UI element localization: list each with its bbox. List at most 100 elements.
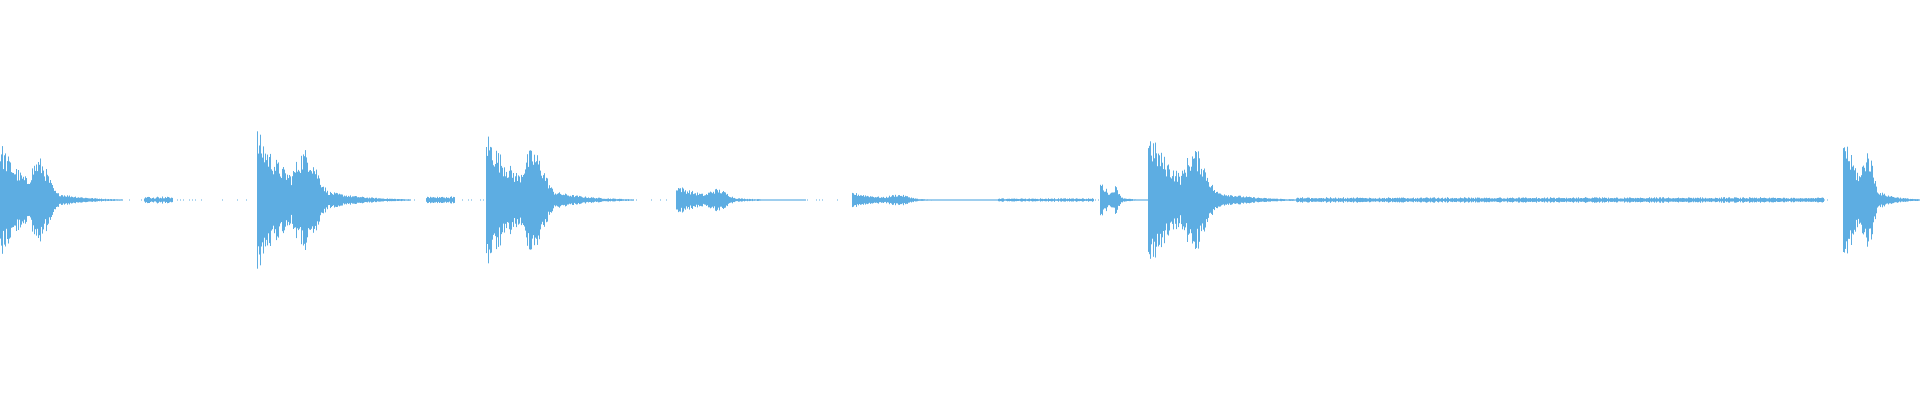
waveform-sample — [581, 196, 582, 204]
waveform-sample — [1602, 197, 1603, 203]
waveform-sample — [80, 197, 81, 203]
waveform-baseline-sample — [222, 199, 223, 201]
waveform-sample — [1128, 198, 1129, 201]
waveform-sample — [41, 173, 42, 227]
waveform-sample — [1311, 198, 1312, 202]
waveform-sample — [1535, 198, 1536, 202]
waveform-sample — [317, 178, 318, 222]
waveform-sample — [1675, 198, 1676, 202]
waveform-sample — [45, 180, 46, 220]
waveform-sample — [1285, 199, 1286, 201]
waveform-sample — [622, 199, 623, 201]
waveform-sample — [1172, 176, 1173, 224]
waveform-sample — [734, 197, 735, 203]
waveform-sample — [321, 187, 322, 213]
waveform-sample — [911, 197, 912, 203]
waveform-sample — [520, 182, 521, 218]
waveform-sample — [1753, 198, 1754, 202]
waveform-sample — [805, 199, 806, 201]
waveform-sample — [761, 199, 762, 201]
waveform-sample — [1760, 197, 1761, 203]
waveform-sample — [1314, 198, 1315, 202]
waveform-sample — [1305, 198, 1306, 202]
waveform-sample — [1011, 198, 1012, 202]
waveform-sample — [1165, 169, 1166, 231]
waveform-sample — [1345, 198, 1346, 202]
waveform-sample — [745, 199, 746, 201]
waveform-sample — [1073, 198, 1074, 202]
waveform-sample — [570, 195, 571, 205]
waveform-sample — [314, 171, 315, 229]
waveform-sample — [1149, 145, 1150, 255]
waveform-sample — [1817, 197, 1818, 203]
waveform-sample — [29, 184, 30, 216]
waveform-sample — [1918, 199, 1919, 201]
waveform-sample — [542, 178, 543, 222]
waveform-sample — [695, 193, 696, 207]
waveform-sample — [1240, 195, 1241, 205]
waveform-sample — [1037, 198, 1038, 202]
waveform-sample — [705, 195, 706, 205]
waveform-sample — [276, 159, 277, 241]
waveform-sample — [1032, 198, 1033, 202]
waveform-sample — [1806, 198, 1807, 202]
waveform-sample — [1, 154, 2, 246]
waveform-sample — [1431, 198, 1432, 202]
waveform-sample — [521, 174, 522, 226]
waveform-sample — [1077, 198, 1078, 202]
waveform-sample — [573, 195, 574, 205]
waveform-sample — [1291, 199, 1292, 201]
waveform-sample — [1241, 197, 1242, 203]
waveform-sample — [1288, 199, 1289, 201]
waveform-sample — [1274, 198, 1275, 202]
waveform-sample — [1026, 199, 1027, 201]
waveform-sample — [1546, 198, 1547, 202]
waveform-sample — [1488, 198, 1489, 203]
waveform-sample — [579, 195, 580, 205]
waveform-sample — [108, 199, 109, 201]
waveform-sample — [356, 196, 357, 204]
waveform-sample — [781, 199, 782, 201]
waveform-sample — [1519, 197, 1520, 203]
waveform-sample — [722, 192, 723, 208]
waveform-sample — [1559, 197, 1560, 203]
waveform-sample — [1858, 181, 1859, 219]
waveform-sample — [1412, 198, 1413, 202]
waveform-sample — [699, 193, 700, 207]
waveform-sample — [1362, 197, 1363, 203]
waveform-sample — [954, 199, 955, 201]
waveform-sample — [38, 162, 39, 238]
waveform-sample — [1524, 198, 1525, 202]
waveform-sample — [785, 199, 786, 201]
waveform-sample — [876, 197, 877, 203]
waveform-sample — [533, 164, 534, 236]
waveform-sample — [447, 197, 448, 203]
waveform-sample — [1248, 197, 1249, 203]
waveform-sample — [1684, 198, 1685, 202]
waveform-sample — [6, 171, 7, 229]
waveform-sample — [1651, 197, 1652, 203]
waveform-sample — [1351, 197, 1352, 203]
waveform-sample — [1569, 198, 1570, 202]
waveform-sample — [76, 197, 77, 203]
waveform-sample — [107, 199, 108, 201]
waveform-baseline-sample — [468, 199, 469, 201]
waveform-sample — [1596, 197, 1597, 203]
waveform-sample — [510, 165, 511, 235]
waveform-sample — [1901, 198, 1902, 202]
waveform-sample — [1061, 198, 1062, 202]
waveform-sample — [30, 182, 31, 218]
waveform-sample — [601, 198, 602, 202]
waveform-sample — [1814, 198, 1815, 202]
waveform-sample — [1863, 165, 1864, 235]
waveform-sample — [1815, 198, 1816, 202]
waveform-sample — [1861, 175, 1862, 225]
waveform-sample — [371, 197, 372, 203]
waveform-sample — [1035, 198, 1036, 202]
waveform-sample — [1515, 198, 1516, 202]
waveform-sample — [1494, 198, 1495, 202]
waveform-sample — [1550, 197, 1551, 203]
waveform-sample — [1183, 173, 1184, 227]
